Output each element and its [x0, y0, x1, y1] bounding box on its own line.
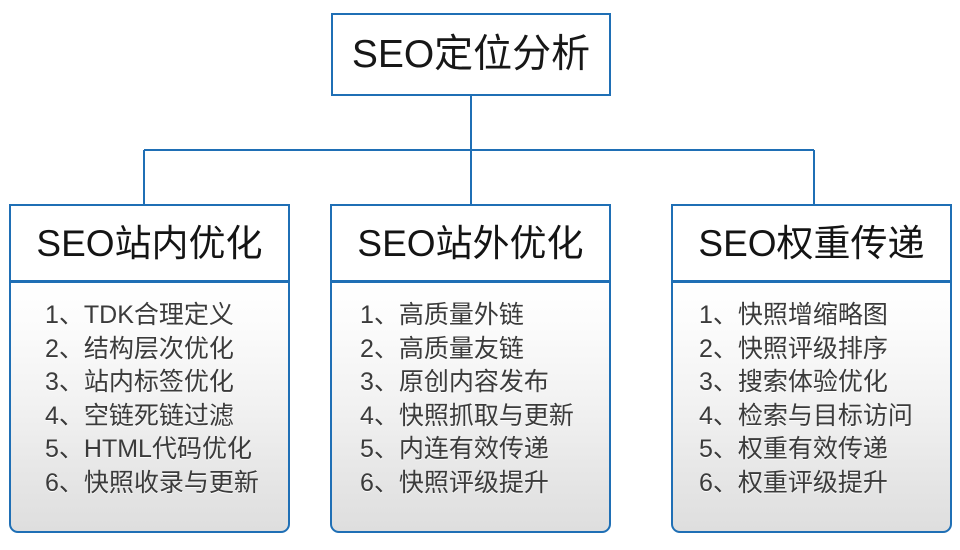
branch-header-label-3: SEO权重传递: [698, 222, 925, 264]
branch-body-3: 1、快照增缩略图 2、快照评级排序 3、搜索体验优化 4、检索与目标访问 5、权…: [671, 281, 952, 533]
root-node[interactable]: SEO定位分析: [331, 13, 611, 96]
list-item: 2、快照评级排序: [699, 334, 888, 363]
list-item: 1、快照增缩略图: [699, 301, 888, 329]
list-item: 3、搜索体验优化: [699, 368, 888, 396]
branch-seo-weight: SEO权重传递 1、快照增缩略图 2、快照评级排序 3、搜索体验优化 4、检索与…: [671, 204, 952, 534]
list-item: 1、高质量外链: [360, 301, 524, 329]
list-item: 4、快照抓取与更新: [360, 401, 574, 430]
list-item: 1、TDK合理定义: [45, 301, 234, 329]
branch-header-label-2: SEO站外优化: [357, 222, 584, 264]
list-item: 2、结构层次优化: [45, 334, 234, 363]
branch-header-2[interactable]: SEO站外优化: [330, 204, 611, 282]
root-node-label: SEO定位分析: [351, 33, 591, 76]
branch-header-label-1: SEO站内优化: [36, 222, 263, 264]
list-item: 3、原创内容发布: [360, 368, 549, 396]
list-item: 3、站内标签优化: [45, 368, 234, 396]
list-item: 6、权重评级提升: [699, 468, 888, 497]
branch-header-3[interactable]: SEO权重传递: [671, 204, 952, 282]
branch-body-1: 1、TDK合理定义 2、结构层次优化 3、站内标签优化 4、空链死链过滤 5、H…: [9, 281, 290, 533]
list-item: 4、空链死链过滤: [45, 401, 234, 430]
branch-seo-offsite: SEO站外优化 1、高质量外链 2、高质量友链 3、原创内容发布 4、快照抓取与…: [330, 204, 611, 534]
list-item: 6、快照评级提升: [360, 468, 549, 497]
list-item: 4、检索与目标访问: [699, 401, 913, 430]
list-item: 5、权重有效传递: [699, 435, 888, 463]
branch-body-2: 1、高质量外链 2、高质量友链 3、原创内容发布 4、快照抓取与更新 5、内连有…: [330, 281, 611, 533]
list-item: 5、HTML代码优化: [45, 435, 252, 463]
list-item: 6、快照收录与更新: [45, 468, 259, 497]
branch-seo-onsite: SEO站内优化 1、TDK合理定义 2、结构层次优化 3、站内标签优化 4、空链…: [9, 204, 290, 534]
branch-header-1[interactable]: SEO站内优化: [9, 204, 290, 282]
list-item: 2、高质量友链: [360, 334, 524, 363]
list-item: 5、内连有效传递: [360, 435, 549, 463]
